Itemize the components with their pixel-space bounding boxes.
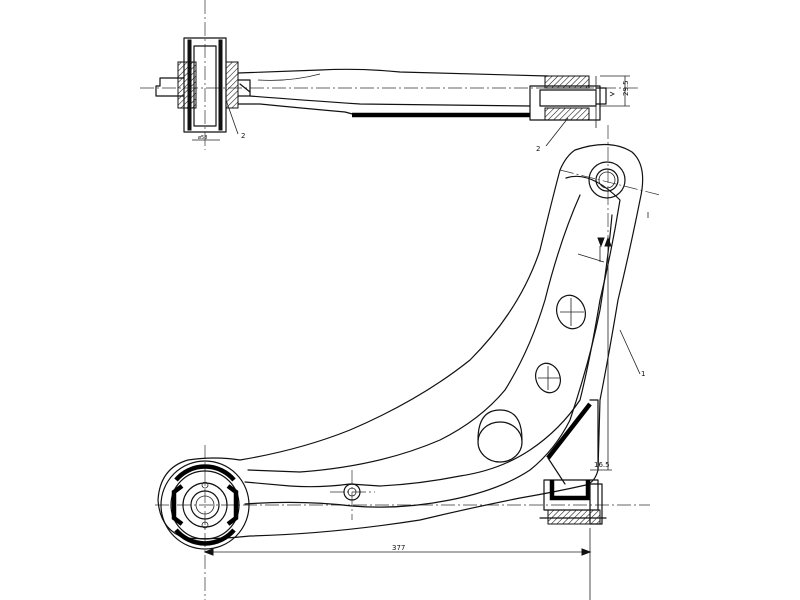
right-bushing-rubber <box>547 509 601 525</box>
dim-length-label: 377 <box>392 544 405 552</box>
right-bushing-cap <box>589 483 603 525</box>
top-eye-hole-inner <box>598 171 616 189</box>
hole-3-rim <box>477 409 523 441</box>
left-eye-mark-bottom <box>201 521 209 529</box>
left-eye-bracket-right <box>226 484 239 526</box>
dim-height-label: 16.5 <box>594 461 610 469</box>
left-bushing-sleeve-a <box>187 39 192 131</box>
right-flange-thick <box>546 402 592 460</box>
right-bushing-cap <box>595 87 607 105</box>
arm-top-edge <box>237 68 549 77</box>
label-part-1: 1 <box>641 370 645 378</box>
left-bushing-rubber-inner <box>225 61 239 109</box>
arm-outer-contour <box>157 143 644 540</box>
right-flange-edge <box>589 399 599 471</box>
left-eye-core <box>195 495 215 515</box>
leader-part-2-right <box>545 117 569 147</box>
plan-view: 16.5 377 1 <box>155 125 661 600</box>
left-stub-axle <box>155 77 185 97</box>
top-eye-outer <box>588 161 626 199</box>
top-view: 29.5 ø58 2 2 <box>140 0 640 153</box>
arm-inner-contour <box>244 175 621 488</box>
left-bushing-rubber-outer <box>177 61 197 109</box>
arrow-marker <box>597 237 605 248</box>
small-mount-hole <box>343 483 361 501</box>
section-mark-line <box>577 253 605 263</box>
left-eye-ring <box>170 470 240 540</box>
left-bushing-cap <box>237 79 251 97</box>
arm-inner-edge <box>249 95 531 107</box>
lightening-hole-1 <box>556 294 586 330</box>
arm-fillet-line <box>257 73 321 81</box>
arm-inner-contour-2 <box>244 214 613 508</box>
left-eye-bushing <box>182 482 228 528</box>
lightening-hole-3 <box>477 421 523 463</box>
dim-length-arrow-right <box>581 548 592 556</box>
label-part-2-left: 2 <box>241 132 245 140</box>
left-eye-bracket-left <box>171 484 184 526</box>
leader-part-2-left <box>225 99 239 135</box>
top-eye-axis <box>559 169 661 196</box>
right-bushing-rubber-top <box>544 75 590 89</box>
left-bushing-core <box>193 45 217 127</box>
left-bushing-cap-detail <box>239 83 251 93</box>
leader-part-1 <box>619 329 641 375</box>
left-eye-mark-top <box>201 481 209 489</box>
arm-bottom-edge <box>237 103 531 117</box>
dim-small-width-label: ø58 <box>198 135 207 141</box>
left-eye-outer <box>160 460 250 550</box>
dim-small-arrow <box>609 91 615 97</box>
dim-height-arrow <box>604 236 612 247</box>
dim-side-height-label: 29.5 <box>622 80 630 96</box>
dim-length-arrow-left <box>203 548 214 556</box>
arm-web-line <box>247 194 581 473</box>
small-mount-hole-inner <box>347 487 357 497</box>
left-eye-arc-top <box>174 464 236 482</box>
left-eye-arc-bottom <box>174 528 236 546</box>
lightening-hole-2 <box>535 362 561 394</box>
left-bushing-sleeve-b <box>218 39 223 131</box>
label-part-2-right: 2 <box>536 145 540 153</box>
top-eye-hole <box>595 168 619 192</box>
right-bushing-core <box>539 89 597 107</box>
right-bushing-channel <box>549 480 591 501</box>
left-eye-inner <box>190 490 220 520</box>
right-bushing-rubber-bottom <box>544 107 590 121</box>
